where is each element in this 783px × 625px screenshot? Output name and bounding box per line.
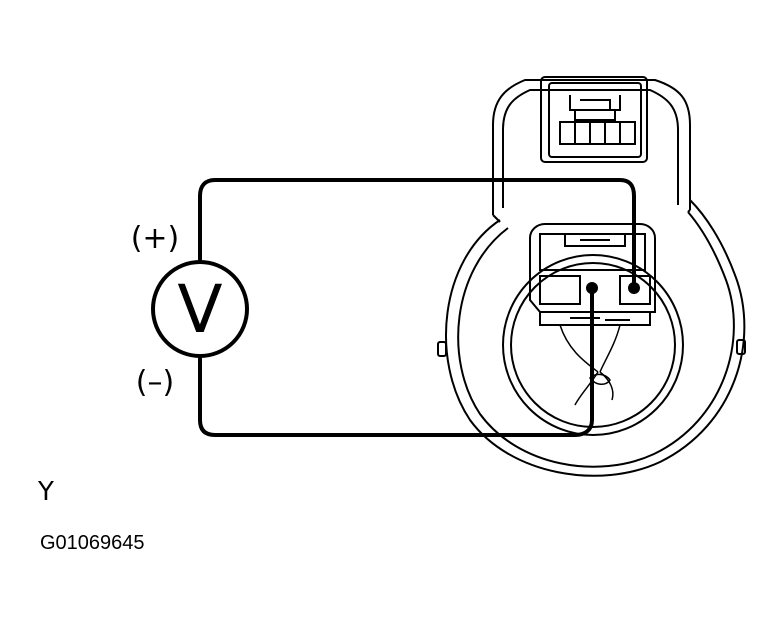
sensor-face-inner-ring: [510, 262, 676, 428]
housing-tab-left: [437, 341, 447, 357]
terminal-cavity-left: [539, 275, 581, 305]
positive-probe-tip: [628, 282, 640, 294]
connector-head: [540, 76, 648, 163]
negative-lead: [198, 286, 594, 437]
terminal-window: [539, 233, 646, 271]
terminal-block: [529, 223, 656, 313]
connector-hood: [492, 79, 691, 215]
connector-latch: [569, 95, 621, 121]
housing-outline: [445, 199, 746, 477]
sensor-face-outer-ring: [502, 254, 684, 436]
sensor-body: [437, 76, 746, 477]
negative-label: (–): [136, 365, 174, 400]
connector-hood-inner: [502, 89, 679, 208]
housing-tab-right: [736, 339, 746, 355]
voltmeter: V (+) (–): [131, 221, 249, 400]
connector-pins-row: [559, 121, 636, 145]
terminal-base: [539, 312, 651, 326]
connector-head-inner: [548, 82, 642, 158]
housing-inner-rim: [457, 211, 735, 468]
internal-wires: [559, 324, 621, 406]
positive-lead: [198, 178, 636, 290]
test-leads: [198, 178, 636, 437]
figure-id: G01069645: [40, 532, 145, 554]
negative-probe-tip: [586, 282, 598, 294]
view-label: Y: [38, 477, 54, 507]
positive-label: (+): [131, 221, 180, 256]
voltmeter-symbol: V: [177, 271, 222, 348]
wire-tie: [589, 373, 611, 385]
voltmeter-icon: [151, 260, 249, 358]
terminal-window-key: [564, 234, 626, 247]
